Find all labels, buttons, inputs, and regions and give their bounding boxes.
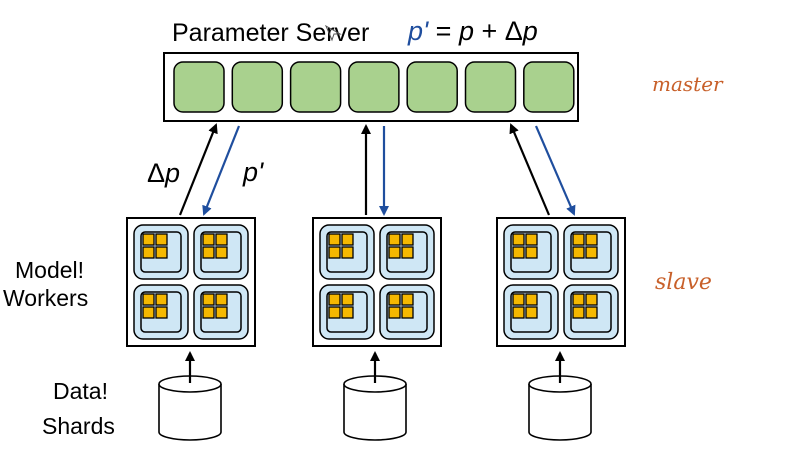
core-square: [202, 246, 215, 259]
core-square: [142, 233, 155, 246]
core-square: [388, 246, 401, 259]
core-square: [142, 293, 155, 306]
core-square: [585, 233, 598, 246]
parameter-cell: [406, 61, 458, 113]
core-square: [202, 233, 215, 246]
core-square: [341, 246, 354, 259]
core-square: [155, 306, 168, 319]
core-square: [572, 293, 585, 306]
core-square: [525, 293, 538, 306]
chip-outline: [570, 231, 612, 273]
pull-arrow-worker-1: [202, 125, 241, 216]
master-annotation: master: [652, 72, 724, 96]
parameter-cell: [464, 61, 517, 113]
core-square: [388, 306, 401, 319]
shards-label-line1: Data!: [53, 378, 108, 404]
chip-outline: [140, 291, 182, 333]
cylinder-body: [528, 384, 592, 441]
chip-outline: [386, 231, 428, 273]
core-square: [341, 233, 354, 246]
chip-outline: [570, 291, 612, 333]
push-arrow-worker-1: [178, 123, 218, 216]
shards-label-line2: Shards: [42, 413, 115, 439]
model-worker: [312, 217, 442, 347]
cylinder-body: [343, 384, 407, 441]
core-square: [155, 246, 168, 259]
core-square: [215, 293, 228, 306]
core-square: [512, 246, 525, 259]
core-square: [585, 306, 598, 319]
model-worker: [126, 217, 256, 347]
chip-outline: [140, 231, 182, 273]
core-square: [572, 306, 585, 319]
pull-arrow-worker-3: [534, 125, 576, 216]
core-square: [155, 293, 168, 306]
core-square: [585, 246, 598, 259]
core-square: [341, 293, 354, 306]
workers-label-line1: Model!: [15, 257, 84, 283]
core-square: [388, 233, 401, 246]
core-square: [202, 293, 215, 306]
core-square: [142, 306, 155, 319]
core-square: [585, 293, 598, 306]
core-square: [512, 233, 525, 246]
data-shard: [158, 351, 222, 441]
parameter-cell: [348, 61, 400, 113]
core-square: [328, 306, 341, 319]
core-square: [401, 306, 414, 319]
cursor-icon: [324, 24, 342, 42]
chip-outline: [510, 291, 552, 333]
core-square: [155, 233, 168, 246]
push-label: Δp: [147, 158, 180, 188]
chip-outline: [326, 291, 368, 333]
parameter-server-cells: [173, 61, 575, 113]
core-square: [512, 293, 525, 306]
pull-label: p': [242, 157, 264, 187]
data-shard: [343, 351, 407, 441]
core-square: [328, 233, 341, 246]
core-square: [572, 246, 585, 259]
core-square: [525, 306, 538, 319]
model-workers: [126, 217, 626, 347]
update-rule: p' = p + Δp: [407, 16, 538, 46]
cylinder-body: [158, 384, 222, 441]
update-arrows: [178, 123, 576, 216]
parameter-cell: [523, 61, 575, 113]
parameter-cell: [289, 61, 342, 113]
model-worker: [496, 217, 626, 347]
parameter-cell: [173, 61, 225, 113]
core-square: [328, 293, 341, 306]
core-square: [341, 306, 354, 319]
core-square: [401, 293, 414, 306]
core-square: [525, 246, 538, 259]
core-square: [525, 233, 538, 246]
data-shards: [158, 351, 592, 441]
core-square: [202, 306, 215, 319]
core-square: [142, 246, 155, 259]
data-shard: [528, 351, 592, 441]
core-square: [215, 246, 228, 259]
chip-outline: [200, 291, 242, 333]
chip-outline: [326, 231, 368, 273]
chip-outline: [510, 231, 552, 273]
core-square: [215, 233, 228, 246]
slave-annotation: slave: [655, 270, 712, 295]
parameter-cell: [231, 61, 284, 113]
push-arrow-worker-3: [509, 123, 551, 216]
core-square: [401, 233, 414, 246]
core-square: [215, 306, 228, 319]
core-square: [572, 233, 585, 246]
core-square: [328, 246, 341, 259]
core-square: [512, 306, 525, 319]
chip-outline: [200, 231, 242, 273]
parameter-server-title: Parameter Server: [172, 19, 369, 47]
core-square: [388, 293, 401, 306]
workers-label-line2: Workers: [3, 285, 88, 311]
chip-outline: [386, 291, 428, 333]
core-square: [401, 246, 414, 259]
